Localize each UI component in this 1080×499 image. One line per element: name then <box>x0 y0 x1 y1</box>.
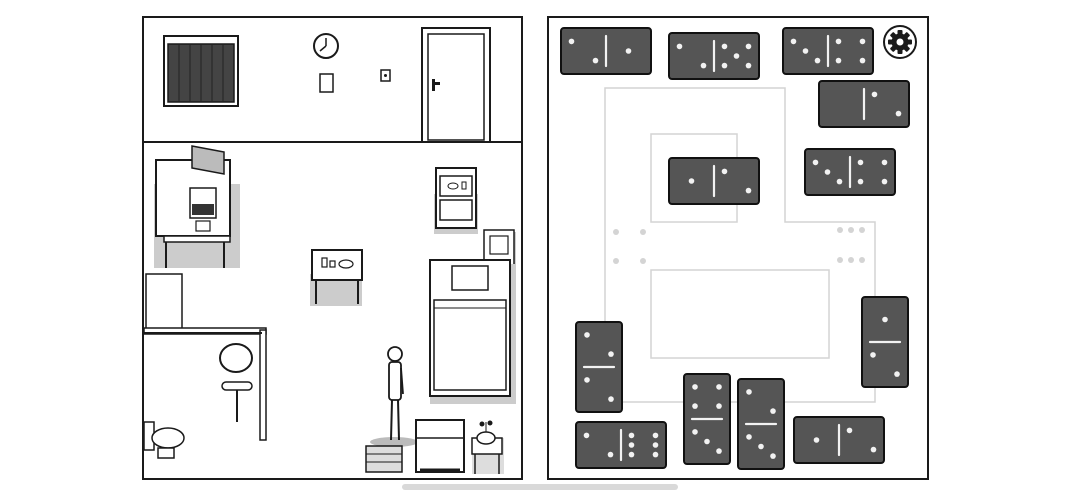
domino-pip <box>846 427 853 434</box>
domino-pip <box>583 432 590 439</box>
domino-pip <box>692 429 698 435</box>
domino-pip <box>628 451 635 458</box>
domino-pip <box>745 43 752 50</box>
domino-board <box>560 25 917 470</box>
plant-stand[interactable] <box>471 420 504 475</box>
gear-icon[interactable] <box>883 25 917 59</box>
room-illustration <box>144 27 521 475</box>
domino-pip <box>721 43 728 50</box>
domino-pip <box>692 403 698 409</box>
domino-pip <box>812 159 819 166</box>
domino-right-vertical[interactable] <box>861 296 909 388</box>
domino-pip <box>688 178 695 184</box>
domino-right-2[interactable] <box>804 148 896 196</box>
domino-pip <box>857 178 864 185</box>
domino-pip <box>568 38 575 45</box>
domino-pip <box>882 316 888 323</box>
domino-pip <box>770 453 776 459</box>
board-outline <box>604 87 876 403</box>
domino-top-1[interactable] <box>560 27 652 75</box>
domino-pip <box>859 38 866 45</box>
domino-pip <box>628 432 635 439</box>
domino-pip <box>857 159 864 166</box>
domino-pip <box>835 38 842 45</box>
domino-pip <box>625 48 632 54</box>
domino-top-3[interactable] <box>782 27 874 75</box>
domino-pip <box>824 169 831 175</box>
domino-pip <box>704 438 710 445</box>
domino-pip <box>835 57 842 64</box>
domino-pip <box>628 442 635 448</box>
domino-pip <box>652 432 659 439</box>
room-view[interactable] <box>142 16 523 480</box>
door[interactable] <box>421 27 491 143</box>
domino-pip <box>716 403 722 409</box>
domino-pip <box>608 351 614 357</box>
domino-pip <box>652 442 659 448</box>
domino-top-2[interactable] <box>668 32 760 80</box>
domino-pip <box>895 110 902 117</box>
sink-with-mirror[interactable] <box>219 343 253 422</box>
domino-bottom-right[interactable] <box>793 416 885 464</box>
domino-pip <box>881 159 888 166</box>
domino-pip <box>745 187 752 194</box>
player-character[interactable] <box>370 346 418 447</box>
domino-bottom-left[interactable] <box>575 421 667 469</box>
domino-pip <box>813 437 820 443</box>
domino-pip <box>870 446 877 453</box>
domino-pip <box>758 443 764 450</box>
domino-pip <box>746 389 752 395</box>
step-box[interactable] <box>365 445 403 473</box>
domino-pip <box>584 332 590 338</box>
domino-left-vertical[interactable] <box>575 321 623 413</box>
domino-pip <box>870 352 876 358</box>
domino-pip <box>692 384 698 390</box>
cabinet[interactable] <box>415 419 465 473</box>
window[interactable] <box>163 35 239 107</box>
domino-pip <box>608 396 614 402</box>
home-indicator[interactable] <box>402 484 678 490</box>
domino-pip <box>790 38 797 45</box>
domino-pip <box>894 371 900 377</box>
domino-pip <box>859 57 866 64</box>
domino-pip <box>716 448 722 454</box>
domino-pip <box>871 91 878 98</box>
domino-pip <box>746 434 752 440</box>
small-table[interactable] <box>310 249 363 306</box>
desk-with-microwave[interactable] <box>154 145 240 268</box>
domino-pip <box>700 62 707 69</box>
domino-pip <box>584 377 590 383</box>
domino-pip <box>676 43 683 50</box>
domino-pip <box>802 48 809 54</box>
board-markers <box>613 227 865 264</box>
domino-right-1[interactable] <box>818 80 910 128</box>
domino-bottom-vertical-1[interactable] <box>683 373 731 465</box>
domino-pip <box>770 408 776 414</box>
domino-pip <box>721 62 728 69</box>
domino-layer <box>560 27 910 470</box>
domino-pip <box>836 178 843 185</box>
domino-pip <box>733 53 740 59</box>
domino-pip <box>881 178 888 185</box>
toilet[interactable] <box>144 421 185 459</box>
domino-pip <box>607 451 614 458</box>
domino-pip <box>814 57 821 64</box>
bed[interactable] <box>429 259 516 404</box>
domino-pip <box>745 62 752 69</box>
domino-center[interactable] <box>668 157 760 205</box>
domino-bottom-vertical-2[interactable] <box>737 378 785 470</box>
kitchen-stove[interactable] <box>434 167 478 234</box>
bathroom-area <box>144 273 267 441</box>
domino-pip <box>592 57 599 64</box>
domino-pip <box>721 168 728 175</box>
domino-puzzle-panel[interactable] <box>547 16 929 480</box>
domino-pip <box>652 451 659 458</box>
note-paper[interactable] <box>319 73 334 93</box>
domino-pip <box>716 384 722 390</box>
clock-icon[interactable] <box>313 33 339 59</box>
